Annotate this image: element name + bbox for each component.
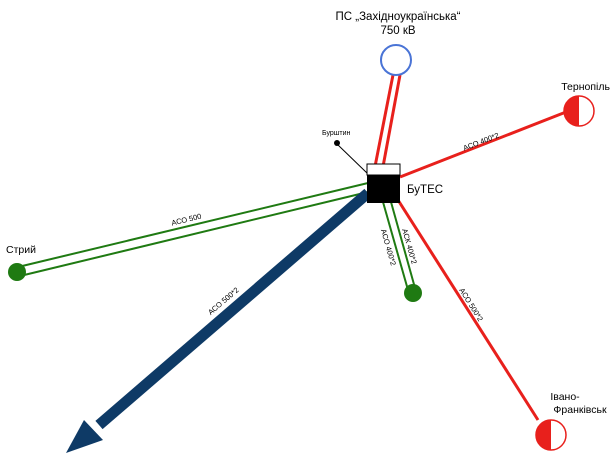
green-node [404,284,422,302]
line-to-green-node-left [382,201,409,291]
substation-750-node [380,44,412,76]
ivano-label-line2: Франківськ [553,404,607,416]
line-to-stryi-top [17,182,369,268]
ternopil-label: Тернопіль [561,81,610,93]
butec-plant-body [367,175,400,203]
line-to-green-node [382,201,416,291]
line-to-stryi [17,182,369,277]
ivano-frankivsk-node [535,419,567,451]
stryi-line-label: АСО 500 [171,212,203,228]
line-to-green-node-right [390,201,416,289]
burshtyn-connector [336,143,369,175]
line-to-substation-right [382,74,402,165]
substation-label-line1: ПС „Західноукраїнська“ [336,11,461,23]
line-to-ivano-frankivsk [396,199,540,421]
line-to-substation-left [374,74,395,165]
line-to-substation [374,74,402,165]
burshtyn-label: Бурштин [322,130,350,137]
substation-label-line2: 750 кВ [380,25,415,37]
stryi-node [8,263,26,281]
export-arrow-head [66,420,103,453]
butec-plant-header [366,163,401,176]
burshtyn-dot [334,140,340,146]
export-arrow [66,188,372,453]
line-to-ternopil [399,110,567,179]
line-to-stryi-bottom [19,191,369,277]
ternopil-line-label: АСО 400*2 [462,131,500,153]
ternopil-node-red-half [564,96,579,126]
butec-label: БуТЕС [407,184,443,196]
ternopil-node [563,95,595,127]
ivano-label-line1: Івано- [550,391,580,403]
butec-plant [366,163,401,203]
export-arrow-shaft [95,188,372,430]
stryi-label: Стрий [6,244,36,256]
ivano-frankivsk-node-red-half [536,420,551,450]
